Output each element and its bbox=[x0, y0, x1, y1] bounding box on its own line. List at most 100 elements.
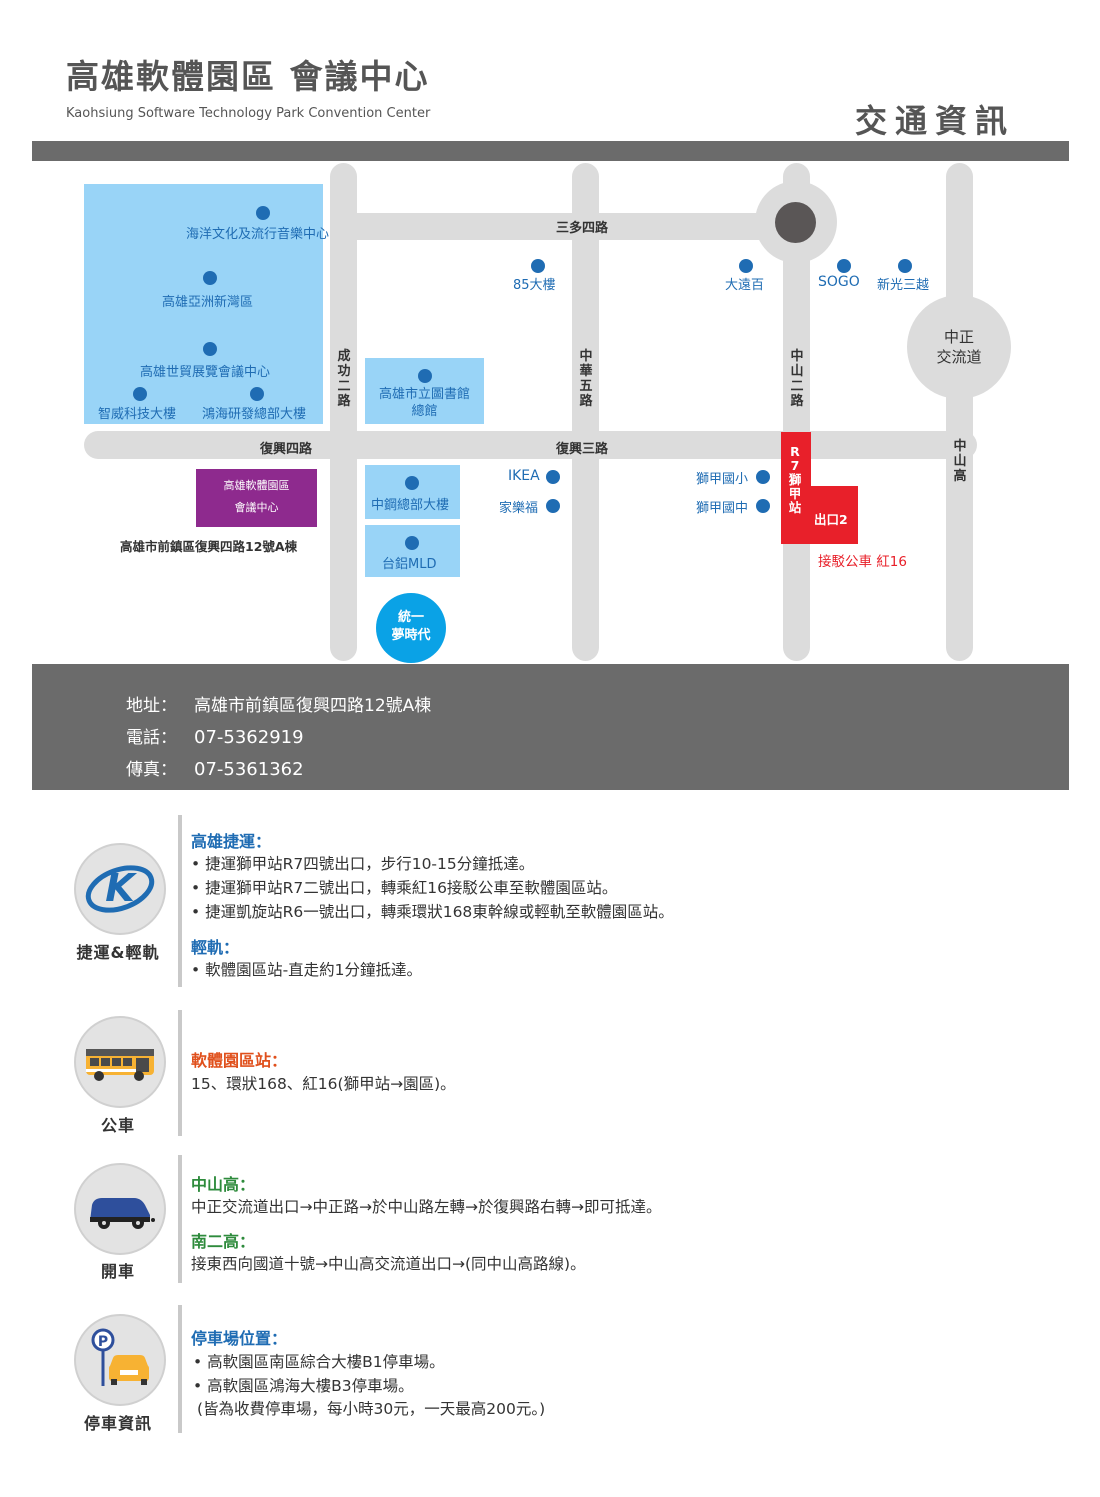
venue-address: 高雄市前鎮區復興四路12號A棟 bbox=[120, 539, 298, 554]
contact-info-bar: 地址：高雄市前鎮區復興四路12號A棟 電話： 07-5362919 傳真： 07-5… bbox=[32, 664, 1069, 790]
poi-dot bbox=[203, 342, 217, 356]
poi-lingya-junior: 獅甲國中 bbox=[696, 501, 749, 516]
poi-far-eastern: 大遠百 bbox=[725, 278, 765, 293]
mrt-exit-marker bbox=[811, 486, 858, 544]
poi-dot bbox=[546, 470, 560, 484]
svg-text:P: P bbox=[98, 1334, 108, 1350]
poi-dream-mall: 統一 夢時代 bbox=[376, 593, 446, 663]
section-mrt: K 捷運&輕軌 高雄捷運： • 捷運獅甲站R7四號出口，步行10-15分鐘抵達。… bbox=[32, 815, 1069, 990]
poi-dot bbox=[418, 369, 432, 383]
road-label-fuxing4: 復興四路 bbox=[260, 442, 313, 457]
road-fuxing bbox=[84, 431, 977, 459]
mrt-caption: 捷運&輕軌 bbox=[76, 943, 160, 962]
poi-csc-hq: 中鋼總部大樓 bbox=[371, 498, 450, 513]
poi-ocean-center: 海洋文化及流行音樂中心 bbox=[186, 227, 330, 242]
poi-dot bbox=[898, 259, 912, 273]
road-chenggong2 bbox=[330, 163, 357, 661]
national-hwy3-route: 接東西向國道十號→中山高交流道出口→(同中山高路線)。 bbox=[191, 1255, 586, 1273]
fax-value: 07-5361362 bbox=[194, 759, 304, 780]
section-label: 交通資訊 bbox=[855, 102, 1016, 140]
mld-zone bbox=[365, 525, 460, 577]
zhongzheng-interchange bbox=[907, 295, 1011, 399]
csc-zone bbox=[365, 465, 460, 519]
parking-fee-note: (皆為收費停車場，每小時30元，一天最高200元。) bbox=[197, 1400, 546, 1418]
poi-taiwan-mld: 台鋁MLD bbox=[382, 557, 437, 572]
section-parking: P 停車資訊 停車場位置： • 高軟園區南區綜合大樓B1停車場。 • 高軟園區鴻… bbox=[32, 1305, 1069, 1435]
poi-carrefour: 家樂福 bbox=[499, 501, 539, 516]
location-map: 中正 交流道 三多四路 復興四路 復興三路 成功二路 中華五路 中山二路 中山高… bbox=[32, 161, 1069, 664]
svg-text:K: K bbox=[105, 866, 137, 910]
poi-dot bbox=[531, 259, 545, 273]
address-row: 地址：高雄市前鎮區復興四路12號A棟 bbox=[126, 691, 431, 716]
road-label-chenggong2: 成功二路 bbox=[337, 349, 351, 409]
mrt-station-marker bbox=[781, 432, 811, 544]
parking-caption: 停車資訊 bbox=[83, 1414, 152, 1433]
poi-exhibition: 高雄世貿展覽會議中心 bbox=[140, 365, 271, 380]
section-divider bbox=[178, 1155, 182, 1283]
section-divider bbox=[178, 1010, 182, 1136]
bus-icon bbox=[74, 1016, 166, 1108]
national-hwy1-heading: 中山高： bbox=[191, 1175, 256, 1194]
mrt-logo-icon: K bbox=[74, 843, 166, 935]
section-divider bbox=[178, 815, 182, 987]
parking-item: • 高軟園區南區綜合大樓B1停車場。 bbox=[193, 1353, 445, 1371]
page-subtitle: Kaohsiung Software Technology Park Conve… bbox=[66, 106, 431, 121]
poi-sogo: SOGO bbox=[818, 274, 860, 290]
bus-routes: 15、環狀168、紅16(獅甲站→園區)。 bbox=[191, 1075, 456, 1093]
venue-marker: 高雄軟體園區 會議中心 bbox=[196, 469, 317, 527]
poi-dot bbox=[133, 387, 147, 401]
poi-dot bbox=[405, 536, 419, 550]
phone-value: 07-5362919 bbox=[194, 727, 304, 748]
mrt-station-label: R7獅甲站 bbox=[788, 444, 802, 515]
parking-item: • 高軟園區鴻海大樓B3停車場。 bbox=[193, 1377, 414, 1395]
section-bus: 公車 軟體園區站： 15、環狀168、紅16(獅甲站→園區)。 bbox=[32, 1010, 1069, 1138]
section-divider bbox=[178, 1305, 182, 1433]
roundabout-center bbox=[775, 202, 816, 243]
poi-dot bbox=[756, 470, 770, 484]
poi-shinkong: 新光三越 bbox=[877, 278, 930, 293]
poi-dot bbox=[756, 499, 770, 513]
poi-asia-bay: 高雄亞洲新灣區 bbox=[162, 295, 254, 310]
road-label-zhonghua5: 中華五路 bbox=[579, 349, 593, 409]
road-label-sanduo4: 三多四路 bbox=[556, 221, 609, 236]
top-divider-bar bbox=[32, 141, 1069, 161]
phone-row: 電話： 07-5362919 bbox=[126, 723, 304, 748]
poi-honghai: 鴻海研發總部大樓 bbox=[202, 407, 307, 422]
poi-dot bbox=[739, 259, 753, 273]
fax-row: 傳真： 07-5361362 bbox=[126, 755, 304, 780]
address-value: 高雄市前鎮區復興四路12號A棟 bbox=[194, 696, 432, 716]
parking-icon: P bbox=[74, 1314, 166, 1406]
poi-85-tower: 85大樓 bbox=[513, 278, 556, 293]
road-zhonghua5 bbox=[572, 163, 599, 661]
road-label-zhongshan2: 中山二路 bbox=[790, 349, 804, 409]
poi-lingya-elementary: 獅甲國小 bbox=[696, 472, 749, 487]
phone-label: 電話： bbox=[126, 728, 177, 748]
section-car: 開車 中山高： 中正交流道出口→中正路→於中山路左轉→於復興路右轉→即可抵達。 … bbox=[32, 1155, 1069, 1285]
car-icon bbox=[74, 1163, 166, 1255]
poi-library: 高雄市立圖書館 總館 bbox=[378, 387, 470, 419]
shuttle-bus-label: 接駁公車 紅16 bbox=[818, 554, 907, 570]
mrt-item: • 捷運凱旋站R6一號出口，轉乘環狀168東幹線或輕軌至軟體園區站。 bbox=[191, 903, 674, 921]
road-label-zhongshan-hwy: 中山高 bbox=[953, 439, 967, 484]
poi-dot bbox=[546, 499, 560, 513]
poi-zhiwei: 智威科技大樓 bbox=[98, 407, 177, 422]
poi-dot bbox=[203, 271, 217, 285]
page-title: 高雄軟體園區 會議中心 bbox=[66, 57, 430, 96]
mrt-item: • 捷運獅甲站R7二號出口，轉乘紅16接駁公車至軟體園區站。 bbox=[191, 879, 618, 897]
fax-label: 傳真： bbox=[126, 760, 177, 780]
mrt-heading: 高雄捷運： bbox=[191, 832, 272, 851]
national-hwy3-heading: 南二高： bbox=[191, 1232, 256, 1251]
bus-heading: 軟體園區站： bbox=[191, 1051, 288, 1070]
poi-ikea: IKEA bbox=[508, 468, 540, 484]
asia-new-bay-zone bbox=[84, 184, 323, 424]
lrt-heading: 輕軌： bbox=[191, 938, 240, 957]
interchange-label: 中正 交流道 bbox=[936, 328, 982, 366]
mrt-item: • 捷運獅甲站R7四號出口，步行10-15分鐘抵達。 bbox=[191, 855, 535, 873]
poi-dot bbox=[837, 259, 851, 273]
bus-caption: 公車 bbox=[100, 1116, 135, 1135]
poi-dot bbox=[256, 206, 270, 220]
lrt-item: • 軟體園區站-直走約1分鐘抵達。 bbox=[191, 961, 423, 979]
poi-dot bbox=[250, 387, 264, 401]
road-label-fuxing3: 復興三路 bbox=[556, 442, 609, 457]
mrt-exit-label: 出口2 bbox=[814, 512, 848, 527]
